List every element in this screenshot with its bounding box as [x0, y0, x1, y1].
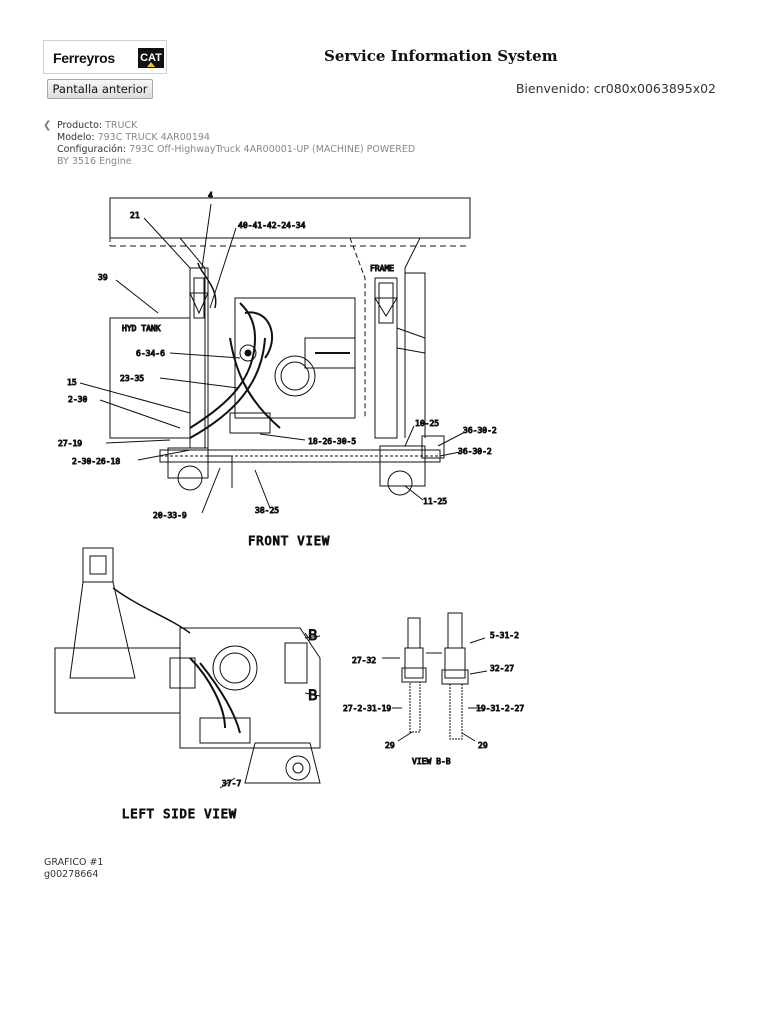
callout-27-19: 27-19 — [58, 439, 82, 448]
callout-38-25: 38-25 — [255, 506, 279, 515]
section-marker-b-upper: B — [308, 628, 318, 644]
producto-value: TRUCK — [105, 120, 138, 131]
modelo-row: Modelo: 793C TRUCK 4AR00194 — [43, 132, 415, 144]
graphic-number: GRAFICO #1 — [44, 857, 104, 868]
callout-37-7: 37-7 — [222, 779, 241, 788]
product-info: ❮ Producto: TRUCK Modelo: 793C TRUCK 4AR… — [43, 120, 415, 168]
callout-29-a: 29 — [385, 741, 395, 750]
brand-name: Ferreyros — [53, 50, 115, 66]
callout-32-27: 32-27 — [490, 664, 514, 673]
callout-2-30: 2-30 — [68, 395, 87, 404]
callout-5-31-2: 5-31-2 — [490, 631, 519, 640]
callout-21: 21 — [130, 211, 140, 220]
chevron-left-icon[interactable]: ❮ — [43, 120, 52, 131]
front-view-label: FRONT VIEW — [248, 534, 330, 548]
welcome-text: Bienvenido: cr080x0063895x02 — [515, 81, 716, 96]
graphic-caption: GRAFICO #1 g00278664 — [44, 857, 103, 881]
callout-20-33-9: 20-33-9 — [153, 511, 187, 520]
callout-36-30-2-b: 36-30-2 — [458, 447, 492, 456]
hyd-tank-label: HYD TANK — [122, 324, 161, 333]
modelo-label: Modelo: — [57, 132, 95, 143]
cat-badge: CAT — [138, 48, 164, 68]
front-view — [79, 197, 471, 514]
configuracion-row: Configuración: 793C Off-HighwayTruck 4AR… — [43, 144, 415, 156]
callout-11-25: 11-25 — [423, 497, 447, 506]
callout-27-32: 27-32 — [352, 656, 376, 665]
producto-row: Producto: TRUCK — [43, 120, 415, 132]
view-bb-label: VIEW B-B — [412, 757, 451, 766]
callout-15: 15 — [67, 378, 77, 387]
callout-36-30-2-a: 36-30-2 — [463, 426, 497, 435]
callout-2-30-26-18: 2-30-26-18 — [72, 457, 120, 466]
callout-39: 39 — [98, 273, 108, 282]
modelo-value: 793C TRUCK 4AR00194 — [97, 132, 210, 143]
frame-label: FRAME — [370, 264, 394, 273]
callout-18-26-30-5: 18-26-30-5 — [308, 437, 356, 446]
callout-27-2-31-19: 27-2-31-19 — [343, 704, 391, 713]
page-title: Service Information System — [324, 47, 558, 65]
hydraulic-hose-diagram: 4 21 40-41-42-24-34 FRAME 39 HYD TANK 6-… — [54, 191, 525, 822]
callout-29-b: 29 — [478, 741, 488, 750]
configuracion-label: Configuración: — [57, 144, 127, 155]
callout-23: 23-35 — [120, 374, 144, 383]
configuracion-value: 793C Off-HighwayTruck 4AR00001-UP (MACHI… — [129, 144, 416, 155]
left-side-view — [54, 547, 321, 789]
callout-19-31-2-27: 19-31-2-27 — [476, 704, 524, 713]
callout-6: 6-34-6 — [136, 349, 165, 358]
graphic-code: g00278664 — [44, 869, 99, 880]
back-button[interactable]: Pantalla anterior — [47, 79, 153, 99]
callout-40: 40-41-42-24-34 — [238, 221, 306, 230]
callout-4: 4 — [208, 191, 213, 200]
callout-10-25: 10-25 — [415, 419, 439, 428]
configuracion-value-cont: BY 3516 Engine — [57, 156, 132, 167]
view-bb — [382, 612, 488, 742]
left-side-view-label: LEFT SIDE VIEW — [122, 807, 237, 821]
producto-label: Producto: — [57, 120, 103, 131]
section-marker-b-lower: B — [308, 688, 318, 704]
brand-logo: Ferreyros CAT — [43, 40, 167, 74]
